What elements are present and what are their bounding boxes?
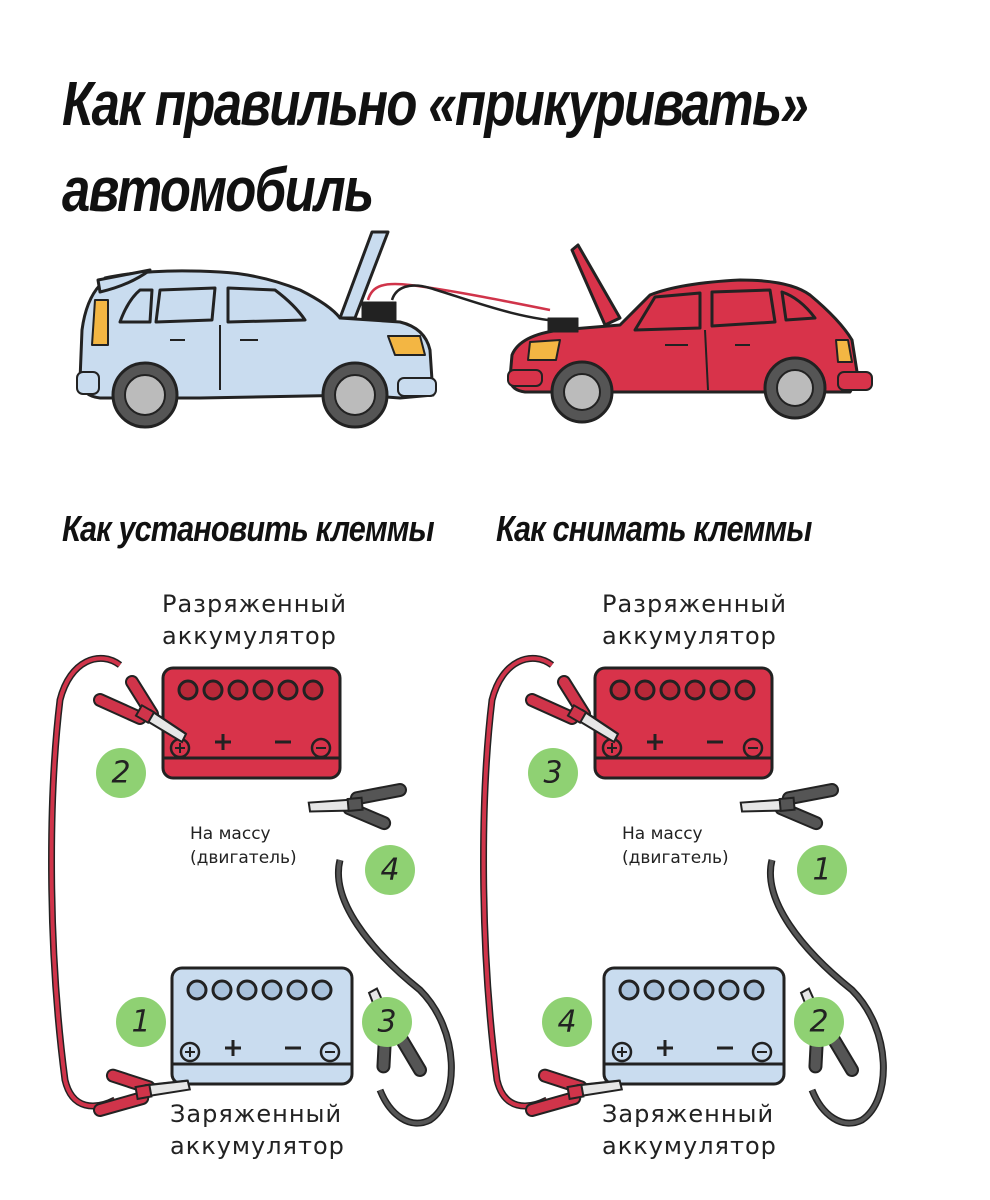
left-step-ground: 4	[380, 853, 399, 888]
right-ground-label: На массу (двигатель)	[622, 824, 729, 868]
right-step-circle	[542, 997, 592, 1047]
right-step-circle	[797, 845, 847, 895]
left-heading: Как установить клеммы	[62, 508, 435, 549]
right-discharged-battery	[593, 666, 774, 780]
cars-illustration	[76, 230, 873, 429]
left-black-cable	[336, 859, 454, 1126]
left-red-cable	[49, 656, 122, 1108]
left-black-cable-outline	[335, 859, 455, 1127]
left-step-circle	[96, 748, 146, 798]
left-ground-label: На массу (двигатель)	[190, 824, 297, 868]
cars-black-cable	[390, 284, 571, 324]
right-bottom-battery-label: Заряженный аккумулятор	[602, 1100, 777, 1160]
page-title-line-1: Как правильно «прикуривать»	[62, 70, 809, 139]
right-step-bottom-plus: 4	[557, 1005, 576, 1040]
left-discharged-battery	[161, 666, 342, 780]
right-step-bottom-minus: 2	[809, 1005, 828, 1040]
red-car	[507, 243, 873, 424]
left-step-circle	[362, 997, 412, 1047]
right-step-circle	[528, 748, 578, 798]
left-step-top-plus: 2	[111, 756, 130, 791]
right-step-top-plus: 3	[543, 756, 562, 791]
right-charged-battery	[602, 966, 786, 1086]
left-top-battery-label: Разряженный аккумулятор	[162, 590, 347, 650]
left-step-bottom-minus: 3	[377, 1005, 396, 1040]
blue-car	[76, 230, 437, 429]
right-red-cable	[481, 656, 554, 1108]
left-step-circle	[116, 997, 166, 1047]
page-title-line-2: автомобиль	[62, 156, 374, 225]
page-title: Как правильно «прикуривать» автомобиль	[62, 62, 809, 234]
left-step-circle	[365, 845, 415, 895]
left-diagram: 2 4 1 3	[48, 654, 455, 1142]
left-step-bottom-plus: 1	[131, 1005, 150, 1040]
right-step-circle	[794, 997, 844, 1047]
right-diagram: 3 1 4 2	[480, 654, 887, 1142]
right-black-cable	[768, 859, 886, 1126]
right-heading: Как снимать клеммы	[496, 508, 812, 549]
left-charged-battery	[170, 966, 354, 1086]
right-step-ground: 1	[812, 853, 831, 888]
left-bottom-battery-label: Заряженный аккумулятор	[170, 1100, 345, 1160]
right-black-cable-outline	[767, 859, 887, 1127]
right-top-battery-label: Разряженный аккумулятор	[602, 590, 787, 650]
